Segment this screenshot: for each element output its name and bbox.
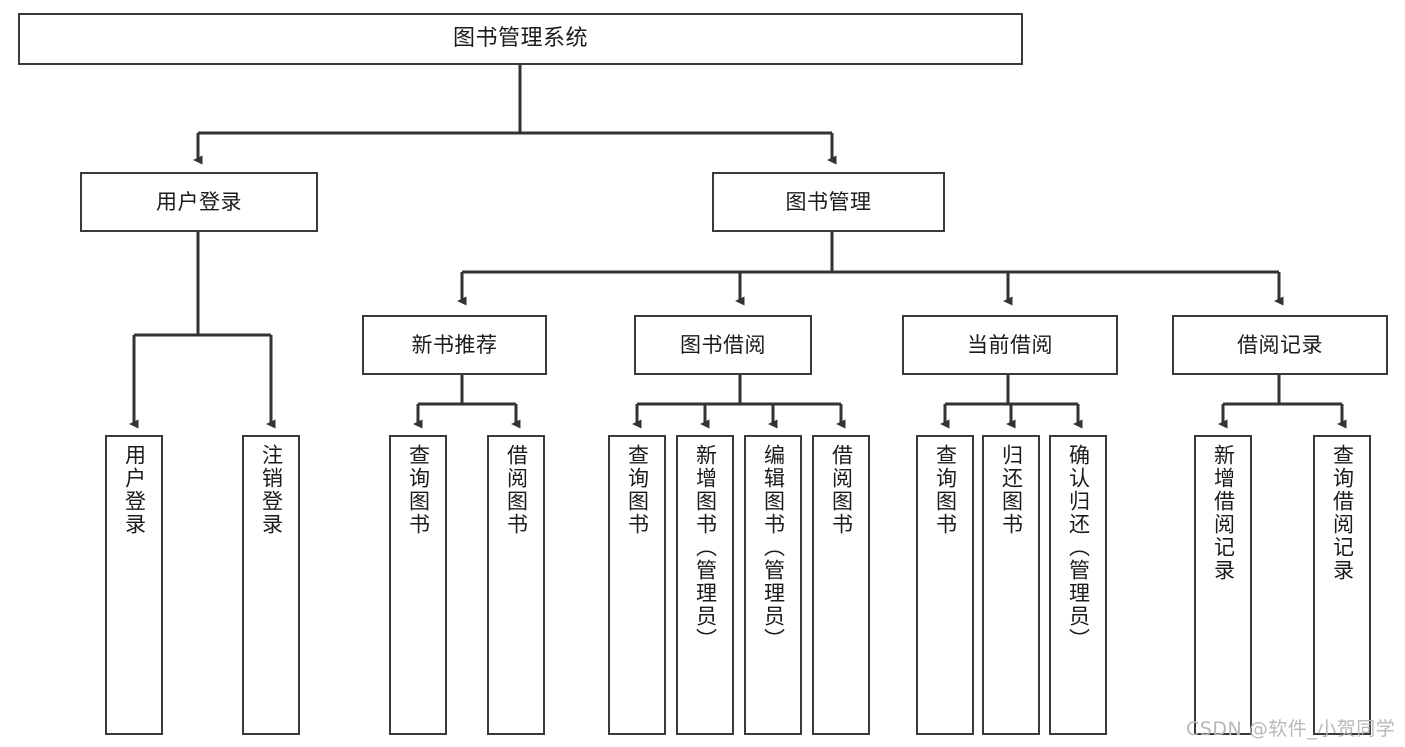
node-label: 查询借阅记录 xyxy=(1330,444,1355,582)
node-label: 图书借阅 xyxy=(680,332,766,357)
node-new-book-recommend[interactable]: 新书推荐 xyxy=(362,315,547,375)
csdn-watermark: CSDN @软件_小贺同学 xyxy=(1186,718,1396,740)
node-label: 查询图书 xyxy=(933,444,958,536)
node-label: 用户登录 xyxy=(122,444,147,536)
leaf-book-borrow-borrow-book[interactable]: 借阅图书 xyxy=(812,435,870,735)
node-label: 归还图书 xyxy=(999,444,1024,536)
node-label: 查询图书 xyxy=(406,444,431,536)
node-label: 新书推荐 xyxy=(411,332,498,357)
node-label: 确认归还（管理员） xyxy=(1066,444,1091,651)
node-root-book-management-system[interactable]: 图书管理系统 xyxy=(18,13,1023,65)
leaf-new-book-query-book[interactable]: 查询图书 xyxy=(389,435,447,735)
node-label: 借阅图书 xyxy=(504,444,529,536)
node-label: 新增借阅记录 xyxy=(1211,444,1236,582)
leaf-user-login-login[interactable]: 用户登录 xyxy=(105,435,163,735)
leaf-current-borrow-return-book[interactable]: 归还图书 xyxy=(982,435,1040,735)
leaf-borrow-record-add-record[interactable]: 新增借阅记录 xyxy=(1194,435,1252,735)
node-label: 图书管理 xyxy=(785,189,872,214)
node-label: 查询图书 xyxy=(625,444,650,536)
leaf-user-login-logout[interactable]: 注销登录 xyxy=(242,435,300,735)
node-label: 编辑图书（管理员） xyxy=(761,444,786,651)
leaf-book-borrow-add-book[interactable]: 新增图书（管理员） xyxy=(676,435,734,735)
node-label: 当前借阅 xyxy=(967,332,1053,357)
leaf-book-borrow-query-book[interactable]: 查询图书 xyxy=(608,435,666,735)
node-label: 注销登录 xyxy=(259,444,284,536)
leaf-current-borrow-confirm-return[interactable]: 确认归还（管理员） xyxy=(1049,435,1107,735)
leaf-borrow-record-query-record[interactable]: 查询借阅记录 xyxy=(1313,435,1371,735)
node-user-login[interactable]: 用户登录 xyxy=(80,172,318,232)
node-label: 图书管理系统 xyxy=(452,26,588,52)
node-borrow-record[interactable]: 借阅记录 xyxy=(1172,315,1388,375)
node-label: 借阅记录 xyxy=(1237,332,1323,357)
node-book-borrow[interactable]: 图书借阅 xyxy=(634,315,812,375)
leaf-new-book-borrow-book[interactable]: 借阅图书 xyxy=(487,435,545,735)
node-book-management[interactable]: 图书管理 xyxy=(712,172,945,232)
node-label: 新增图书（管理员） xyxy=(693,444,718,651)
node-label: 用户登录 xyxy=(156,189,242,214)
leaf-book-borrow-edit-book[interactable]: 编辑图书（管理员） xyxy=(744,435,802,735)
leaf-current-borrow-query-book[interactable]: 查询图书 xyxy=(916,435,974,735)
node-label: 借阅图书 xyxy=(829,444,854,536)
node-current-borrow[interactable]: 当前借阅 xyxy=(902,315,1118,375)
